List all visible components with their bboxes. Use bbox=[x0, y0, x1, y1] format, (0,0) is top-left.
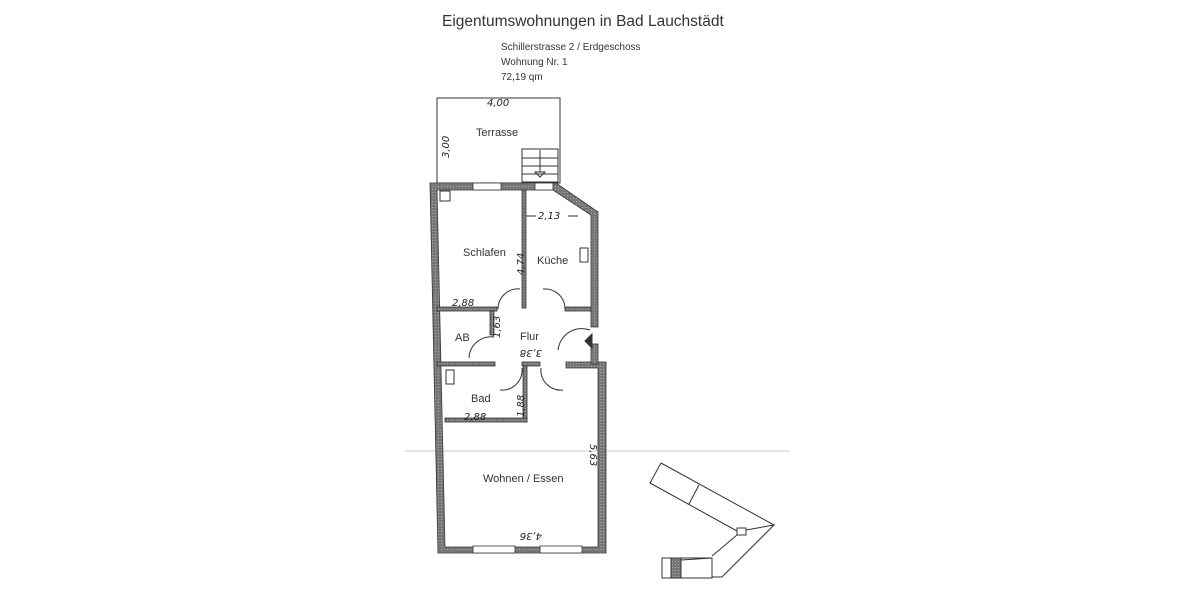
dim-living-length: 5,63 bbox=[587, 444, 598, 466]
dim-hall-length: 3,38 bbox=[520, 347, 542, 358]
room-living: Wohnen / Essen bbox=[483, 473, 564, 485]
dim-bedroom-length: 4,74 bbox=[516, 253, 527, 275]
room-terrace: Terrasse bbox=[476, 127, 518, 139]
dim-bath-depth: 1,88 bbox=[516, 395, 527, 417]
dim-storage-depth: 1,63 bbox=[492, 316, 503, 338]
dim-living-width: 4,36 bbox=[520, 530, 542, 541]
dim-terrace-depth: 3,00 bbox=[441, 136, 452, 158]
dim-terrace-width: 4,00 bbox=[487, 98, 509, 109]
room-kitchen: Küche bbox=[537, 255, 568, 267]
room-bedroom: Schlafen bbox=[463, 247, 506, 259]
room-hall: Flur bbox=[520, 331, 539, 343]
floor-area: 72,19 qm bbox=[501, 72, 543, 83]
entrance-arrow-icon bbox=[584, 332, 593, 350]
dim-bath-width: 2,88 bbox=[464, 412, 486, 423]
door-swings bbox=[468, 288, 593, 391]
unit-number: Wohnung Nr. 1 bbox=[501, 57, 568, 68]
address: Schillerstrasse 2 / Erdgeschoss bbox=[501, 42, 641, 53]
dim-bedroom-width: 2,88 bbox=[452, 298, 474, 309]
site-plan bbox=[649, 462, 776, 579]
chimneys bbox=[439, 190, 589, 385]
walls bbox=[429, 182, 607, 554]
windows bbox=[472, 182, 583, 554]
terrace bbox=[436, 97, 561, 184]
room-bath: Bad bbox=[471, 393, 491, 405]
room-storage: AB bbox=[455, 332, 470, 344]
stairs bbox=[521, 148, 559, 183]
dim-kitchen-width: 2,13 bbox=[538, 211, 560, 222]
page-title: Eigentumswohnungen in Bad Lauchstädt bbox=[442, 13, 724, 30]
